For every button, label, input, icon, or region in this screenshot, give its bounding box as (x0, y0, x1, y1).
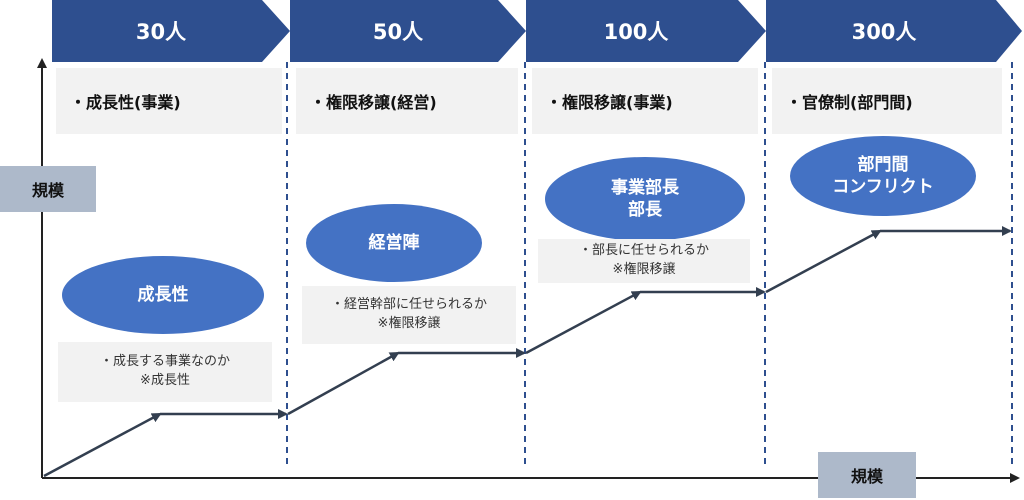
stage-1-focus-oval: 成長性 (62, 256, 264, 334)
stage-1-focus-line-1: 成長性 (137, 284, 189, 305)
stage-3-focus-oval: 事業部長 部長 (545, 157, 745, 241)
stage-4-topic: ・官僚制(部門間) (772, 68, 1002, 134)
stage-2-focus-oval: 経営陣 (306, 204, 482, 282)
growth-rise-4 (765, 229, 882, 294)
stage-1-topic: ・成長性(事業) (56, 68, 282, 134)
growth-rise-3 (525, 290, 642, 355)
stage-1-note: ・成長する事業なのか ※成長性 (58, 342, 272, 402)
stage-2-focus-line-1: 経営陣 (368, 232, 420, 253)
stage-1-note-line-1: ・成長する事業なのか (99, 354, 230, 370)
stage-3-chevron (526, 0, 766, 62)
stage-4-focus-line-1: 部門間 (857, 154, 909, 175)
stage-3-note-line-2: ※権限移譲 (612, 262, 676, 277)
stage-2-headcount: 50人 (372, 20, 424, 44)
x-axis-label: 規模 (818, 452, 916, 498)
growth-rise-1 (43, 412, 162, 478)
stage-4-focus-line-2: コンフリクト (832, 177, 934, 197)
stage-1-headcount: 30人 (135, 20, 187, 44)
stage-2-note-line-1: ・経営幹部に任せられるか (330, 297, 487, 313)
stage-4-headcount: 300人 (851, 20, 917, 44)
stage-1-chevron (52, 0, 290, 62)
stage-3-headcount: 100人 (603, 20, 669, 44)
y-axis-label: 規模 (0, 166, 96, 212)
stage-2-topic: ・権限移譲(経営) (296, 68, 518, 134)
stage-2-chevron (290, 0, 526, 62)
stage-3-note-line-1: ・部長に任せられるか (578, 243, 709, 259)
stage-4-chevron (766, 0, 1022, 62)
stage-1-note-line-2: ※成長性 (140, 373, 190, 388)
stage-3-focus-line-2: 部長 (628, 200, 662, 220)
stage-3-note: ・部長に任せられるか ※権限移譲 (538, 239, 750, 283)
stage-2-note: ・経営幹部に任せられるか ※権限移譲 (302, 286, 516, 344)
stage-2-note-line-2: ※権限移譲 (377, 316, 441, 331)
stage-4-focus-oval: 部門間 コンフリクト (790, 136, 976, 216)
growth-rise-2 (287, 351, 400, 416)
stage-3-focus-line-1: 事業部長 (611, 177, 679, 198)
stage-3-topic: ・権限移譲(事業) (532, 68, 758, 134)
